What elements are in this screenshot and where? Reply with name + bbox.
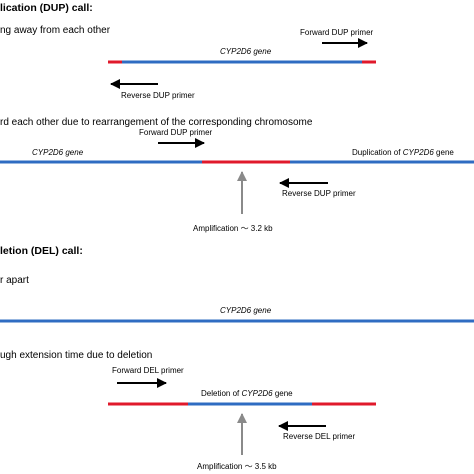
dup2-duplication-gene: CYP2D6	[402, 148, 434, 157]
dup2-gene-name: CYP2D6 gene	[32, 148, 84, 157]
dup2-gene-label: CYP2D6 gene	[32, 149, 83, 157]
del2-deletion-prefix: Deletion of	[201, 389, 242, 398]
dup2-duplication-label: Duplication of CYP2D6 gene	[352, 149, 454, 157]
del2-description: ugh extension time due to deletion	[0, 350, 153, 361]
dup2-reverse-primer-label: Reverse DUP primer	[282, 189, 356, 198]
dup1-gene-label: CYP2D6 gene	[220, 47, 272, 56]
del2-deletion-suffix: gene	[272, 389, 293, 398]
dup2-duplication-suffix: gene	[433, 148, 454, 157]
del1-gene-label: CYP2D6 gene	[220, 306, 272, 315]
dup2-amplification-label: Amplification 〜 3.2 kb	[193, 224, 273, 233]
del2-reverse-primer-label: Reverse DEL primer	[283, 432, 356, 441]
dup-heading: lication (DUP) call:	[0, 2, 93, 14]
del1-description: r apart	[0, 275, 29, 286]
del2-amplification-label: Amplification 〜 3.5 kb	[197, 462, 277, 471]
del-heading: letion (DEL) call:	[0, 245, 83, 257]
del2-forward-primer-label: Forward DEL primer	[112, 366, 184, 375]
dup2-duplication-prefix: Duplication of	[352, 148, 403, 157]
del2-deletion-gene: CYP2D6	[241, 389, 273, 398]
dup1-description: ng away from each other	[0, 25, 111, 36]
del2-deletion-label: Deletion of CYP2D6 gene	[201, 390, 293, 398]
dup1-reverse-primer-label: Reverse DUP primer	[121, 91, 195, 100]
dup2-description: rd each other due to rearrangement of th…	[0, 117, 313, 128]
dup1-forward-primer-label: Forward DUP primer	[300, 28, 374, 37]
dup2-forward-primer-label: Forward DUP primer	[139, 128, 213, 137]
